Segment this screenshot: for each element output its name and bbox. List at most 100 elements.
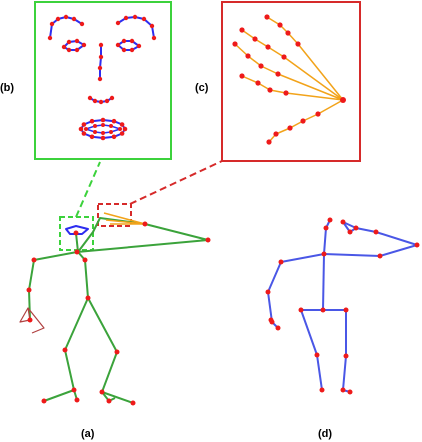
lip-point: [118, 127, 122, 131]
hand-panel-frame: [221, 1, 361, 162]
nose-point: [97, 65, 103, 71]
joint-d: [327, 217, 333, 223]
joint-d: [340, 387, 346, 393]
lip-point: [81, 122, 87, 127]
eyebrow-point: [71, 16, 77, 22]
right-arm-a: [77, 217, 209, 253]
finger-joint: [266, 139, 272, 145]
joint-d: [373, 229, 379, 235]
eye-point: [121, 38, 127, 44]
skeleton-a: [19, 212, 211, 406]
hand-keypoints: [232, 14, 346, 145]
finger-5: [268, 99, 344, 143]
shoulder-line-d: [280, 244, 418, 263]
lip-point: [81, 131, 87, 136]
joint-d: [268, 317, 274, 323]
face-zoom-connector: [75, 161, 101, 218]
finger-joint: [258, 63, 264, 69]
lip-point: [101, 131, 105, 135]
nostril-point: [109, 95, 115, 101]
finger-joint: [267, 87, 273, 93]
lip-point: [111, 134, 117, 140]
left-arm-d: [267, 261, 282, 329]
joint-a: [62, 347, 68, 353]
eyebrow-point: [49, 21, 55, 27]
lip-point: [100, 135, 106, 141]
joint-a: [130, 400, 136, 406]
finger-joint: [255, 80, 261, 86]
nose-point: [97, 76, 103, 82]
nose-point: [98, 42, 104, 48]
lip-point: [101, 123, 105, 127]
lip-point: [84, 127, 88, 131]
finger-1: [266, 16, 344, 101]
nose-point: [98, 54, 104, 60]
spine-d: [322, 253, 325, 311]
neck-a: [75, 232, 79, 253]
finger-joint: [264, 14, 270, 20]
lip-point: [122, 126, 128, 132]
joint-a: [27, 317, 33, 323]
joint-a: [73, 230, 79, 236]
skeleton-d: [265, 217, 420, 395]
left-leg-a: [43, 251, 89, 402]
eye-point: [136, 43, 142, 49]
hand-line-a: [103, 212, 146, 225]
finger-joint: [273, 131, 279, 137]
lip-point: [78, 126, 84, 132]
face-landmarks: [47, 14, 157, 141]
joint-d: [353, 225, 359, 231]
joint-d: [298, 307, 304, 313]
joint-a: [114, 349, 120, 355]
joint-a: [142, 221, 148, 227]
joint-a: [85, 295, 91, 301]
finger-joint: [265, 44, 271, 50]
hand-zoom-box: [97, 203, 132, 227]
eye-point: [115, 42, 121, 48]
finger-joint: [315, 111, 321, 117]
finger-joint: [300, 118, 306, 124]
finger-3: [234, 43, 344, 101]
label-c: (c): [195, 82, 209, 94]
eyebrow-point: [47, 35, 53, 41]
eyebrow-point: [132, 14, 138, 20]
lip-point: [93, 124, 97, 128]
joint-a: [106, 398, 112, 404]
eye-point: [66, 47, 72, 53]
eye-point: [121, 47, 127, 53]
right-eyebrow: [117, 16, 155, 39]
joint-a: [99, 389, 105, 395]
eyebrow-point: [151, 35, 157, 41]
joint-a: [74, 397, 80, 403]
eye-point: [61, 44, 67, 50]
right-eye: [117, 40, 140, 51]
label-b: (b): [0, 82, 14, 94]
joint-d: [414, 242, 420, 248]
joint-d: [265, 289, 271, 295]
right-leg-a: [87, 297, 134, 404]
joint-d: [321, 251, 327, 257]
lip-point: [89, 134, 95, 140]
finger-joint: [295, 41, 301, 47]
lip-point: [109, 130, 113, 134]
joint-d: [278, 259, 284, 265]
eyebrow-point: [141, 16, 147, 22]
joint-d: [319, 387, 325, 393]
left-face-edge: [49, 23, 53, 39]
right-leg-d: [342, 310, 351, 393]
eye-point: [66, 39, 72, 45]
finger-joint: [245, 53, 251, 59]
eyebrow-point: [63, 14, 69, 20]
joint-d: [323, 225, 329, 231]
joint-a: [74, 249, 80, 255]
eye-point: [74, 38, 80, 44]
right-arm-d: [342, 221, 418, 246]
joint-d: [343, 307, 349, 313]
label-a: (a): [81, 428, 95, 440]
eyebrow-point: [55, 16, 61, 22]
finger-joint: [281, 54, 287, 60]
finger-joint: [232, 41, 238, 47]
joint-d: [343, 353, 349, 359]
face-panel-frame: [34, 1, 172, 160]
